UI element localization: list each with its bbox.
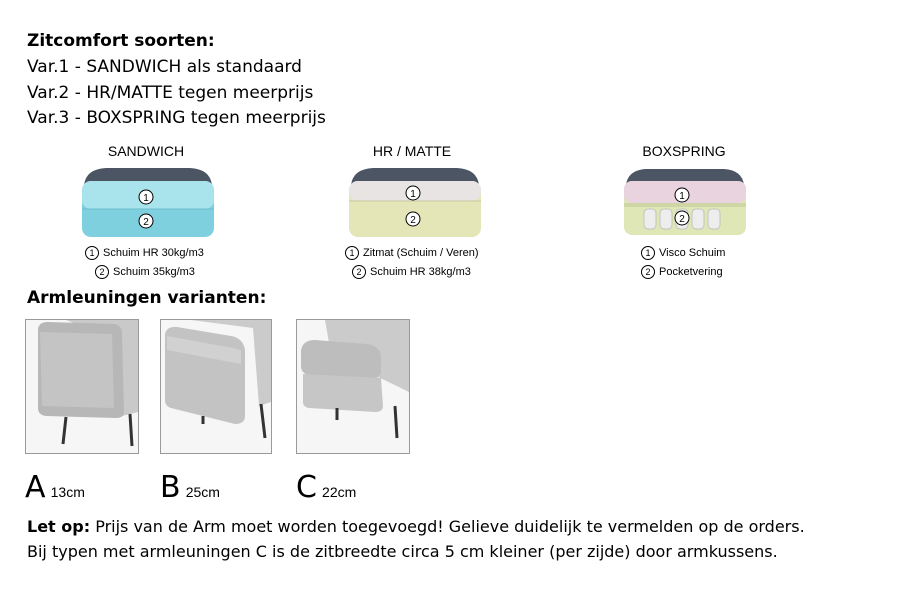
cushion-title-boxspring: BOXSPRING [642,143,726,159]
svg-text:1: 1 [679,191,685,202]
svg-text:1: 1 [410,189,416,200]
svg-text:2: 2 [410,215,416,226]
cushion-title-sandwich: SANDWICH [107,143,185,159]
comfort-heading: Zitcomfort soorten: [27,31,215,51]
variant-line-1: Var.1 - SANDWICH als standaard [27,57,302,77]
armrest-a-letter: A [25,470,46,505]
armrest-a-label: A 13cm [25,470,85,505]
svg-text:1: 1 [143,193,149,204]
armrest-b-label: B 25cm [160,470,220,505]
cushion-title-hr-matte: HR / MATTE [372,143,452,159]
svg-text:2: 2 [679,214,685,225]
number-2-icon: 2 [95,265,109,279]
armrest-c-label: C 22cm [296,470,356,505]
number-1-icon: 1 [641,246,655,260]
armrest-c-size: 22cm [322,484,357,500]
sandwich-cushion-illustration: 1 2 [82,168,214,237]
number-2-icon: 2 [641,265,655,279]
armrest-a-size: 13cm [50,484,85,500]
note-line-1: Let op: Prijs van de Arm moet worden toe… [27,517,805,536]
number-1-icon: 1 [85,246,99,260]
armrest-c-photo [296,319,410,454]
number-2-icon: 2 [352,265,366,279]
note-line-2: Bij typen met armleuningen C is de zitbr… [27,542,778,561]
hr-matte-cushion-illustration: 1 2 [349,168,481,237]
armrest-b-photo [160,319,272,454]
variant-line-2: Var.2 - HR/MATTE tegen meerprijs [27,83,314,103]
variant-line-3: Var.3 - BOXSPRING tegen meerprijs [27,108,326,128]
armrests-heading: Armleuningen varianten: [27,288,267,308]
note-text-1: Prijs van de Arm moet worden toegevoegd!… [95,517,805,536]
note-label: Let op: [27,517,91,536]
armrest-b-size: 25cm [185,484,220,500]
number-1-icon: 1 [345,246,359,260]
svg-text:2: 2 [143,217,149,228]
armrest-c-letter: C [296,470,317,505]
boxspring-cushion-illustration: 1 2 [624,169,746,235]
armrest-b-letter: B [160,470,181,505]
armrest-a-photo [25,319,139,454]
